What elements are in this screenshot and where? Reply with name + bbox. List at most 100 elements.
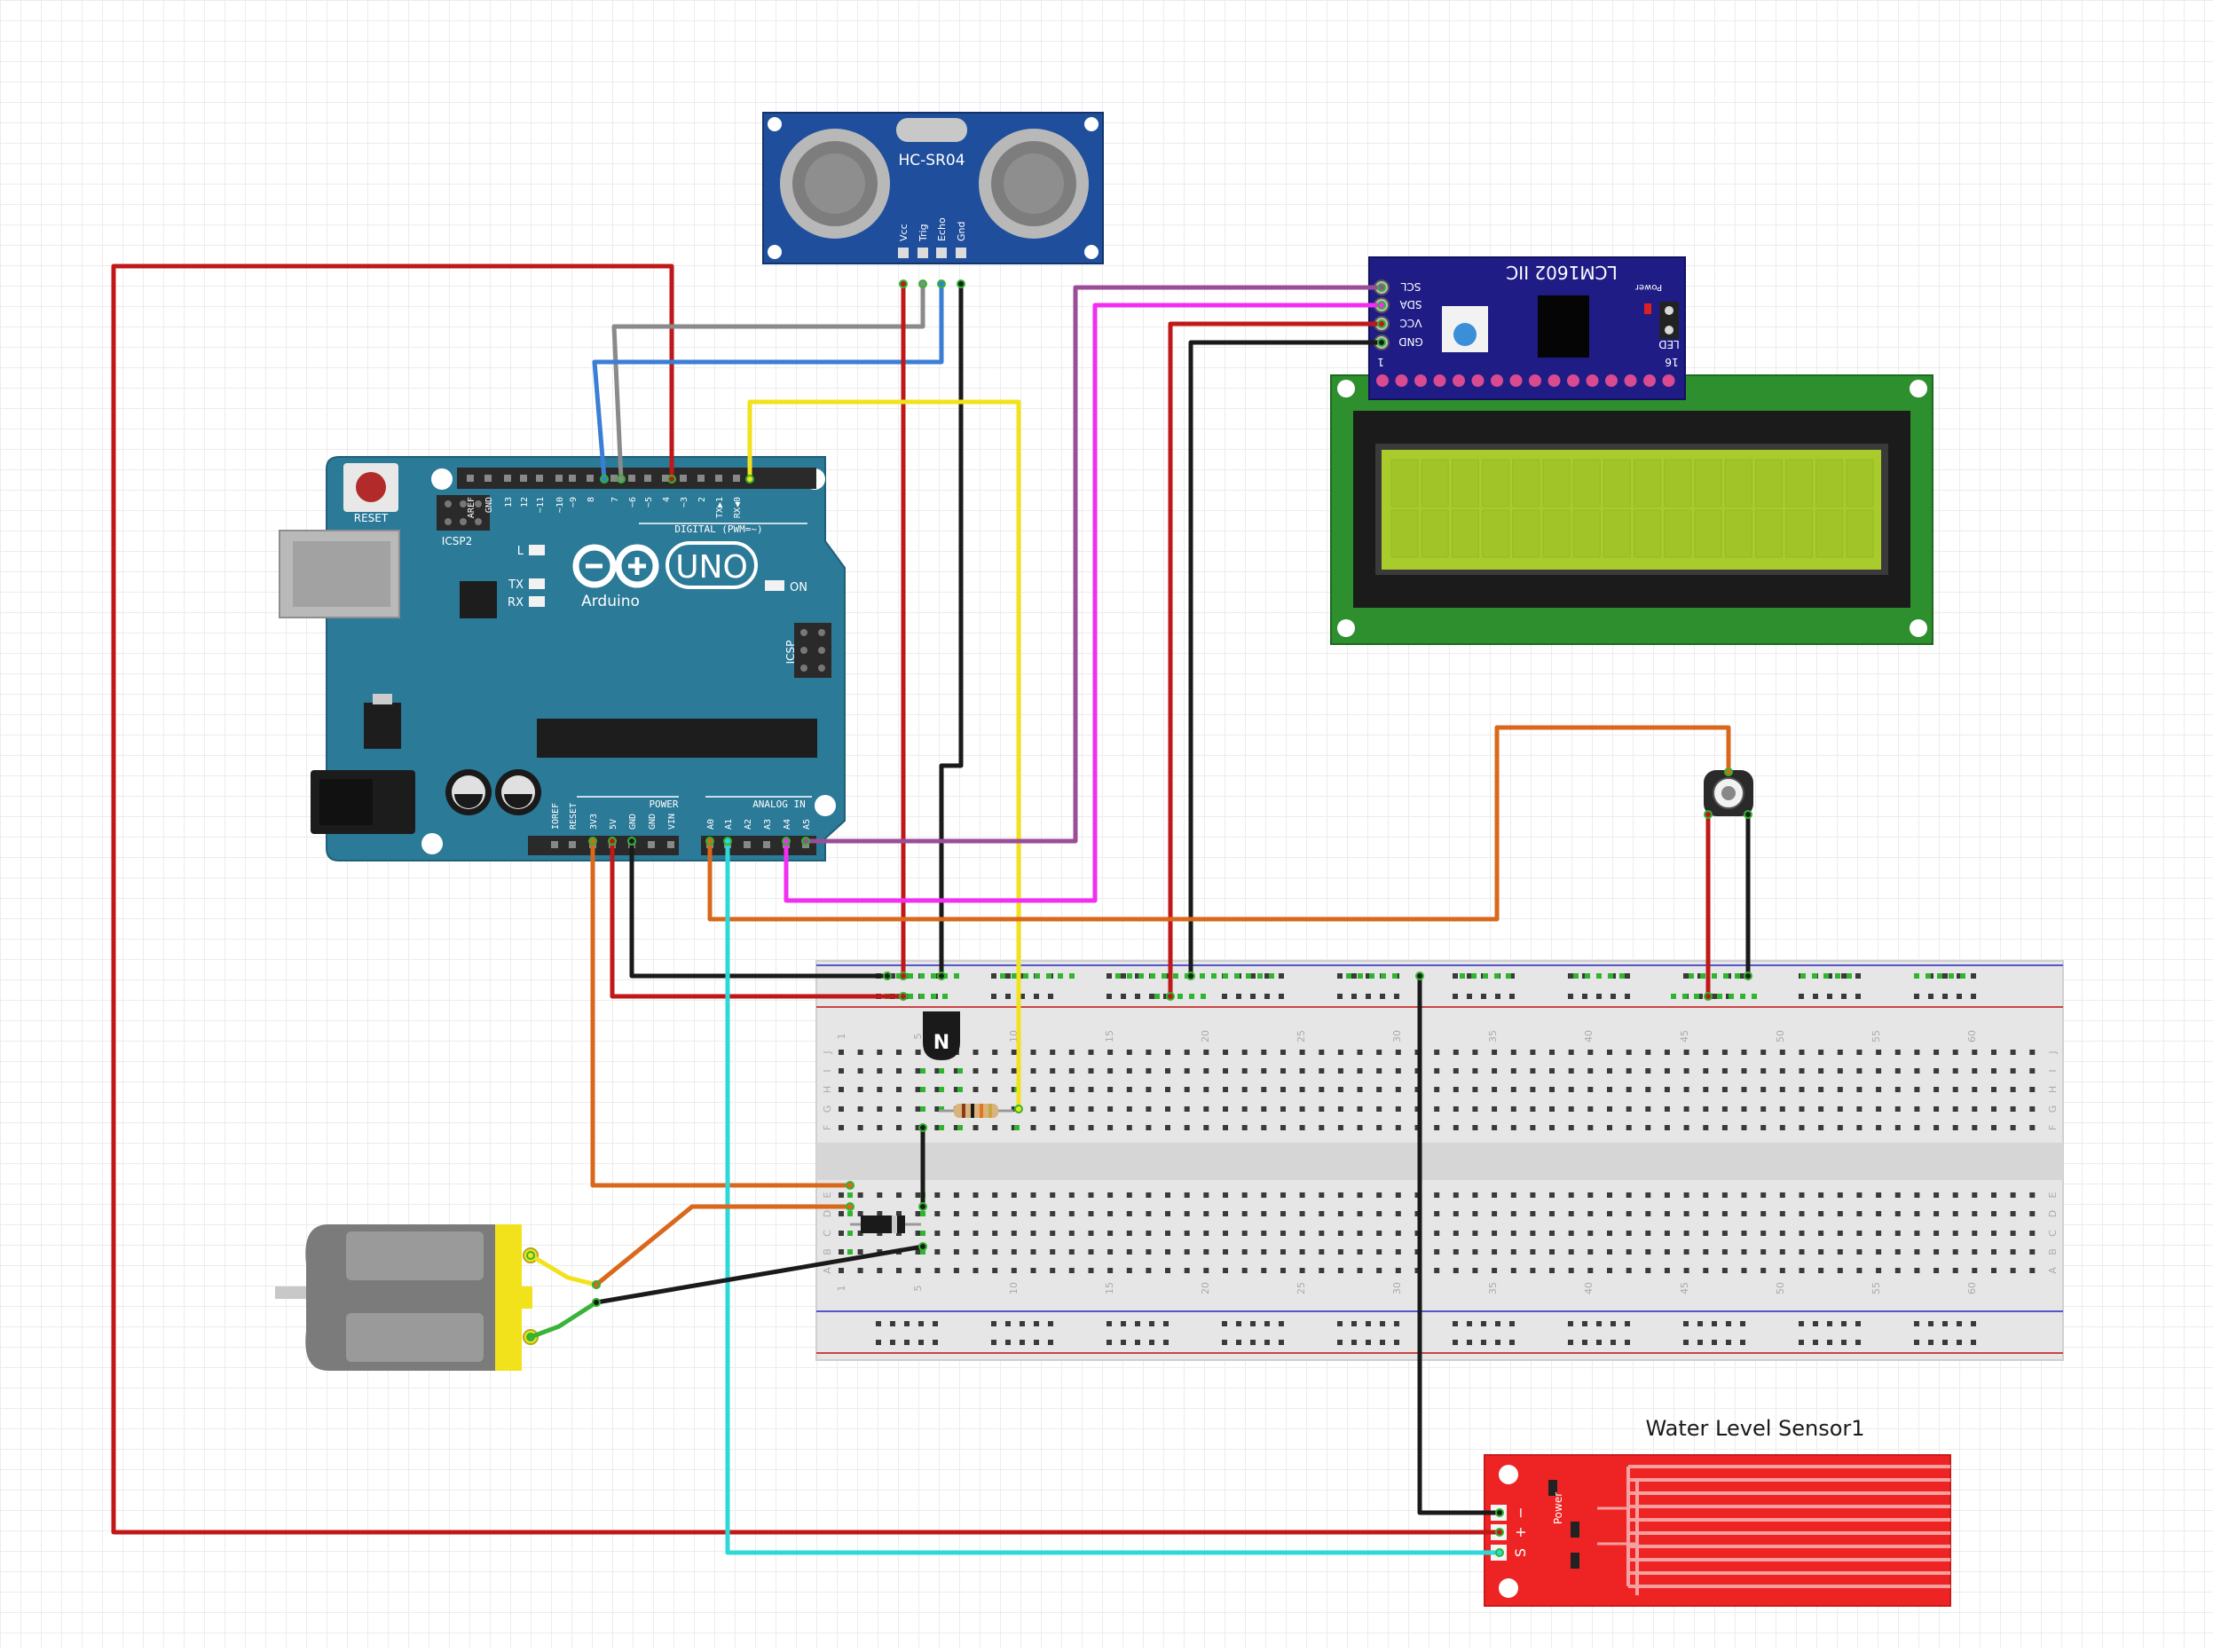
- lcd-cell: [1390, 459, 1419, 507]
- wire-purple-scl: [803, 285, 1384, 844]
- breadboard-hole: [953, 1068, 959, 1074]
- breadboard-hole: [1453, 1050, 1459, 1055]
- breadboard-hole: [1721, 1125, 1728, 1130]
- breadboard-hole: [1645, 1068, 1651, 1074]
- breadboard-hole: [1319, 1087, 1325, 1092]
- breadboard-hole-active: [1162, 973, 1167, 979]
- breadboard-hole: [953, 1231, 959, 1236]
- breadboard-hole: [1203, 1125, 1209, 1130]
- header-pin: [648, 841, 655, 848]
- wire-black-lcd-gnd: [1188, 340, 1384, 979]
- breadboard-hole: [1721, 1231, 1728, 1236]
- on-label: ON: [790, 581, 807, 594]
- rail-hole: [1121, 994, 1126, 999]
- breadboard-hole: [1357, 1192, 1363, 1198]
- breadboard-hole: [1837, 1106, 1843, 1112]
- breadboard-hole: [1779, 1106, 1785, 1112]
- breadboard-hole: [1165, 1125, 1170, 1130]
- breadboard-hole: [1721, 1268, 1728, 1273]
- breadboard-hole: [1779, 1268, 1785, 1273]
- breadboard-hole: [839, 1249, 844, 1255]
- breadboard-hole: [1799, 1231, 1805, 1236]
- transistor-label: N: [933, 1032, 949, 1054]
- rail-hole: [933, 1321, 938, 1326]
- wire-endpoint: [1495, 1528, 1504, 1537]
- power-pin-label: VIN: [667, 814, 677, 830]
- breadboard-hole: [992, 1050, 998, 1055]
- breadboard-hole: [1299, 1268, 1305, 1273]
- hcsr04-pin: [917, 248, 928, 258]
- breadboard-hole: [1856, 1231, 1863, 1236]
- breadboard-hole: [1530, 1192, 1536, 1198]
- wires: [111, 264, 1752, 1557]
- breadboard-hole: [1933, 1050, 1940, 1055]
- breadboard-hole: [1146, 1192, 1152, 1198]
- rail-hole: [1279, 1321, 1284, 1326]
- breadboard-hole: [934, 1211, 941, 1216]
- breadboard-hole: [1319, 1249, 1325, 1255]
- rail-hole: [1279, 973, 1284, 979]
- breadboard-hole-active: [1608, 973, 1613, 979]
- breadboard-hole: [992, 1125, 998, 1130]
- breadboard-hole: [1799, 1106, 1805, 1112]
- breadboard-hole: [992, 1211, 998, 1216]
- breadboard-hole: [1492, 1068, 1498, 1074]
- rail-hole: [1135, 973, 1140, 979]
- breadboard-hole: [1453, 1068, 1459, 1074]
- header-pin: [555, 475, 563, 482]
- row-letter: J: [822, 1050, 833, 1054]
- breadboard-hole: [1721, 1068, 1728, 1074]
- rail-hole: [904, 1321, 910, 1326]
- rail-hole: [1827, 1340, 1832, 1345]
- breadboard-hole: [1184, 1087, 1190, 1092]
- wire-endpoint: [899, 279, 908, 288]
- potentiometer: [1704, 770, 1753, 816]
- breadboard-hole-active: [1201, 994, 1206, 999]
- rail-hole: [1264, 994, 1270, 999]
- breadboard-hole: [1050, 1268, 1056, 1273]
- analog-pin-label: A5: [802, 819, 812, 830]
- breadboard-hole: [1261, 1211, 1267, 1216]
- breadboard-hole: [1184, 1050, 1190, 1055]
- rail-hole: [1813, 994, 1818, 999]
- breadboard-hole: [1952, 1050, 1958, 1055]
- breadboard-hole-active: [1154, 994, 1160, 999]
- breadboard-hole: [1030, 1087, 1036, 1092]
- breadboard-hole-active: [1460, 973, 1465, 979]
- breadboard-hole-active: [1177, 994, 1183, 999]
- breadboard-hole: [1760, 1068, 1767, 1074]
- breadboard-hole: [1607, 1106, 1612, 1112]
- breadboard-hole: [1050, 1249, 1056, 1255]
- arduino-brand: Arduino: [581, 593, 640, 610]
- breadboard-hole: [973, 1125, 979, 1130]
- column-number: 55: [1870, 1030, 1882, 1042]
- wire-green-motor: [528, 1300, 599, 1340]
- breadboard-hole: [992, 1192, 998, 1198]
- breadboard-hole: [2010, 1231, 2016, 1236]
- breadboard-hole: [2010, 1050, 2016, 1055]
- breadboard-hole-active: [1115, 973, 1121, 979]
- breadboard-hole: [877, 1050, 883, 1055]
- breadboard-hole: [1607, 1249, 1612, 1255]
- rail-hole: [1380, 1340, 1385, 1345]
- breadboard-hole: [1126, 1249, 1132, 1255]
- i2c-pin-label: VCC: [1400, 317, 1422, 329]
- wire-endpoint: [899, 972, 908, 980]
- power-pin-label: RESET: [569, 803, 579, 830]
- row-letter: B: [822, 1248, 833, 1255]
- breadboard-hole: [1837, 1211, 1843, 1216]
- rail-hole: [1697, 1321, 1703, 1326]
- breadboard-hole-active: [942, 994, 948, 999]
- lcd-cell: [1846, 509, 1874, 558]
- breadboard-hole: [1664, 1268, 1670, 1273]
- wire-endpoint: [1724, 767, 1733, 776]
- rail-hole: [876, 1340, 881, 1345]
- breadboard-hole: [1972, 1125, 1978, 1130]
- breadboard-hole: [1434, 1231, 1440, 1236]
- power-pin-label: GND: [628, 814, 638, 830]
- breadboard-hole: [1510, 1125, 1516, 1130]
- breadboard-hole: [1050, 1192, 1056, 1198]
- breadboard-hole: [896, 1050, 902, 1055]
